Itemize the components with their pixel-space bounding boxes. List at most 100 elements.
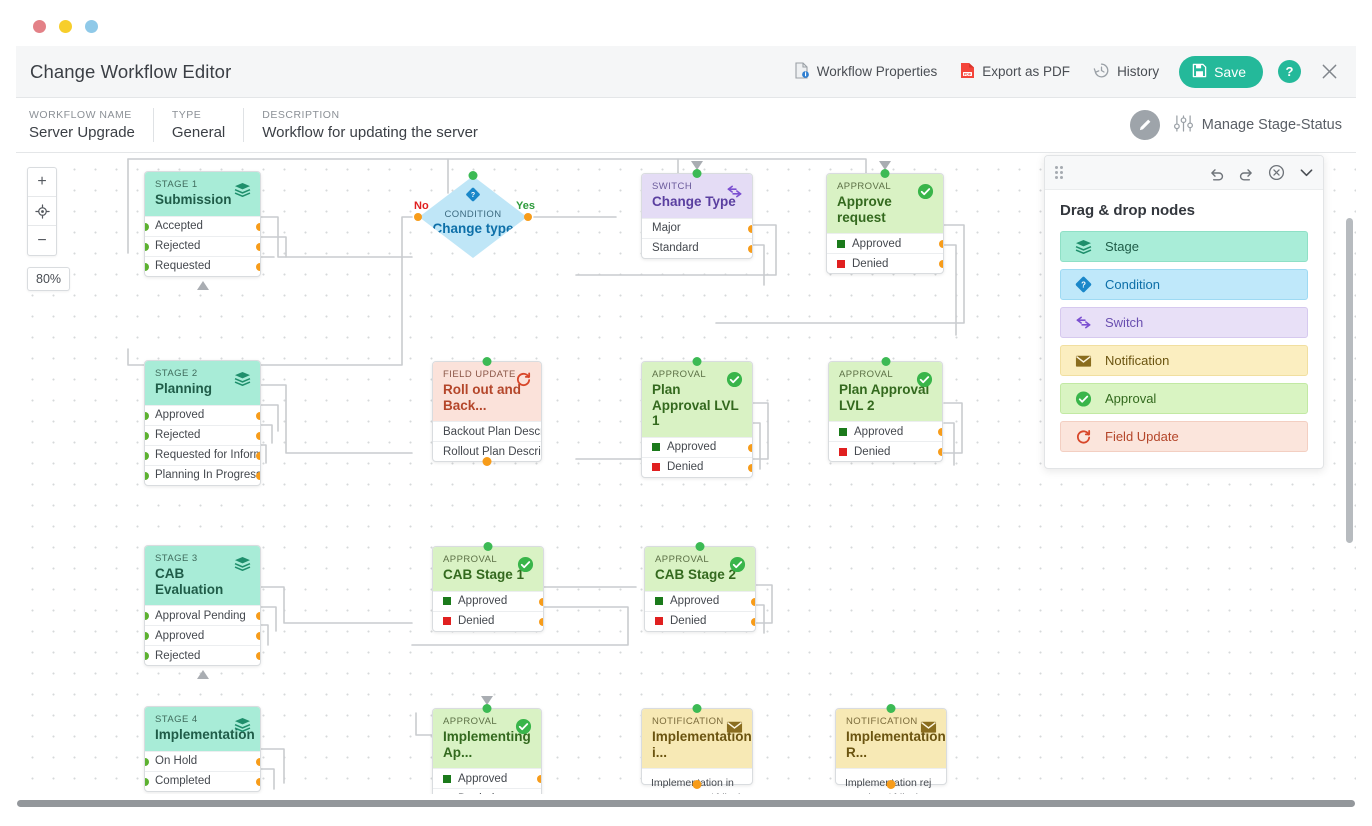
- palette-item-field-update[interactable]: Field Update: [1060, 421, 1308, 452]
- node-field-update-rollout-backout[interactable]: FIELD UPDATE Roll out and Back... Backou…: [432, 357, 542, 467]
- clear-icon[interactable]: [1268, 164, 1285, 181]
- output-port[interactable]: [256, 242, 260, 251]
- undo-icon[interactable]: [1208, 165, 1225, 181]
- input-port[interactable]: [880, 169, 890, 178]
- close-editor-button[interactable]: [1316, 59, 1342, 85]
- palette-item-approval[interactable]: Approval: [1060, 383, 1308, 414]
- output-port[interactable]: [939, 260, 943, 269]
- node-stage-cab-evaluation[interactable]: STAGE 3 CAB Evaluation Approval Pending: [144, 545, 261, 680]
- output-port[interactable]: [939, 240, 943, 249]
- output-port[interactable]: [748, 463, 752, 472]
- node-row[interactable]: Accepted: [145, 215, 260, 236]
- input-port[interactable]: [145, 632, 149, 641]
- maximize-window-button[interactable]: [85, 20, 98, 33]
- node-row[interactable]: Approved: [829, 421, 942, 441]
- edit-workflow-button[interactable]: [1129, 110, 1160, 140]
- output-port[interactable]: [748, 244, 752, 253]
- input-port[interactable]: [145, 612, 149, 621]
- output-port[interactable]: [539, 597, 543, 606]
- drag-handle-icon[interactable]: [1055, 166, 1063, 179]
- node-row[interactable]: Approved: [827, 233, 943, 253]
- node-row[interactable]: Planning In Progress: [145, 464, 260, 485]
- input-port[interactable]: [692, 357, 702, 366]
- node-row[interactable]: Denied: [433, 610, 543, 631]
- palette-item-stage[interactable]: Stage: [1060, 231, 1308, 262]
- input-port[interactable]: [482, 704, 492, 713]
- node-row[interactable]: Backout Plan Description :...: [433, 421, 541, 441]
- input-port[interactable]: [482, 357, 492, 366]
- node-condition-change-type[interactable]: ? CONDITION Change type No Yes: [414, 171, 535, 258]
- output-port[interactable]: [256, 632, 260, 641]
- zoom-fit-button[interactable]: [28, 197, 56, 226]
- output-port[interactable]: [256, 612, 260, 621]
- input-port[interactable]: [145, 411, 149, 420]
- node-row[interactable]: Major: [642, 217, 752, 238]
- output-port[interactable]: [482, 457, 492, 467]
- node-stage-submission[interactable]: STAGE 1 Submission Accepted: [144, 171, 261, 290]
- output-port[interactable]: [256, 471, 260, 480]
- node-row[interactable]: Denied: [827, 253, 943, 273]
- close-window-button[interactable]: [33, 20, 46, 33]
- palette-item-switch[interactable]: Switch: [1060, 307, 1308, 338]
- input-port[interactable]: [692, 169, 702, 178]
- input-port[interactable]: [886, 704, 896, 713]
- input-port[interactable]: [145, 431, 149, 440]
- node-row[interactable]: Denied: [645, 610, 755, 631]
- node-row[interactable]: Requested: [145, 255, 260, 276]
- output-port[interactable]: [537, 775, 541, 784]
- node-row[interactable]: Rejected: [145, 424, 260, 445]
- node-approval-plan-approval-lvl-2[interactable]: APPROVAL Plan Approval LVL 2 Approved De…: [828, 357, 943, 463]
- output-port[interactable]: [256, 411, 260, 420]
- node-row[interactable]: Approved: [145, 404, 260, 425]
- input-port[interactable]: [145, 222, 149, 231]
- node-row[interactable]: Approved: [433, 768, 541, 788]
- node-approval-cab-stage-1[interactable]: APPROVAL CAB Stage 1 Approved Denied: [432, 542, 544, 632]
- history-button[interactable]: History: [1084, 56, 1168, 88]
- workflow-canvas[interactable]: + − 80%: [16, 153, 1356, 794]
- workflow-properties-button[interactable]: Workflow Properties: [785, 56, 947, 88]
- output-port[interactable]: [748, 224, 752, 233]
- node-row[interactable]: Denied: [433, 788, 541, 794]
- output-port[interactable]: [256, 262, 260, 271]
- input-port[interactable]: [145, 242, 149, 251]
- node-row[interactable]: Approved: [433, 590, 543, 611]
- output-port[interactable]: [256, 777, 260, 786]
- input-port[interactable]: [695, 542, 705, 551]
- horizontal-scrollbar-thumb[interactable]: [17, 800, 1355, 807]
- output-port[interactable]: [256, 757, 260, 766]
- output-port[interactable]: [748, 443, 752, 452]
- input-port[interactable]: [145, 262, 149, 271]
- output-port-no[interactable]: [414, 213, 422, 221]
- node-row[interactable]: Denied: [642, 456, 752, 477]
- export-as-pdf-button[interactable]: PDF Export as PDF: [951, 56, 1079, 88]
- output-port[interactable]: [256, 222, 260, 231]
- output-port[interactable]: [256, 431, 260, 440]
- input-port[interactable]: [692, 704, 702, 713]
- node-approval-implementing-approval[interactable]: APPROVAL Implementing Ap... Approved Den…: [432, 696, 542, 794]
- output-port[interactable]: [256, 652, 260, 661]
- output-port[interactable]: [751, 617, 755, 626]
- output-port[interactable]: [692, 780, 702, 789]
- output-port-yes[interactable]: [524, 213, 532, 221]
- redo-icon[interactable]: [1238, 165, 1255, 181]
- node-row[interactable]: Rejected: [145, 235, 260, 256]
- chevron-down-icon[interactable]: [1298, 166, 1315, 179]
- node-switch-change-type[interactable]: SWITCH Change Type Major Standard: [641, 161, 753, 259]
- node-notification-implementation-in-progress[interactable]: NOTIFICATION Implementation i... Impleme…: [641, 704, 753, 794]
- node-row[interactable]: Requested for Informat...: [145, 444, 260, 465]
- minimize-window-button[interactable]: [59, 20, 72, 33]
- node-notification-implementation-rejected[interactable]: NOTIFICATION Implementation R... Impleme…: [835, 704, 947, 794]
- input-port[interactable]: [881, 357, 890, 366]
- input-port[interactable]: [145, 652, 149, 661]
- node-stage-planning[interactable]: STAGE 2 Planning Approved: [144, 360, 261, 486]
- zoom-in-button[interactable]: +: [28, 168, 56, 197]
- input-port[interactable]: [145, 451, 149, 460]
- node-row[interactable]: Completed: [145, 770, 260, 791]
- input-port[interactable]: [483, 542, 493, 551]
- node-row[interactable]: Standard: [642, 237, 752, 258]
- output-port[interactable]: [256, 451, 260, 460]
- output-port[interactable]: [539, 617, 543, 626]
- input-port[interactable]: [145, 777, 149, 786]
- node-row[interactable]: Approved: [145, 625, 260, 645]
- zoom-out-button[interactable]: −: [37, 231, 47, 249]
